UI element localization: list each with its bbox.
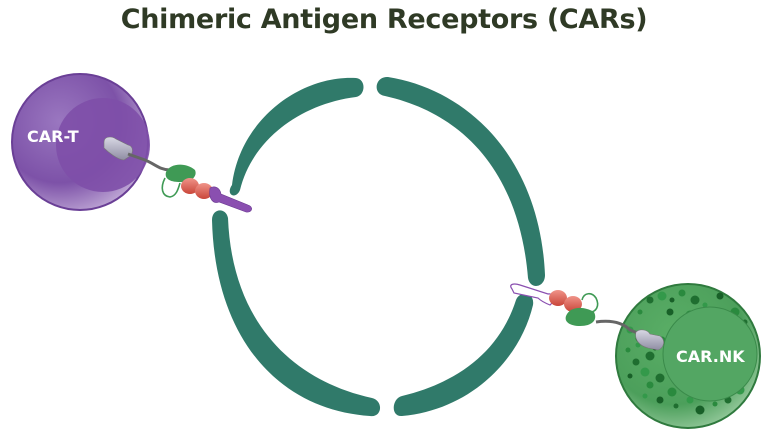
granule [645,351,655,361]
car-t-nucleus [56,98,150,192]
granule [686,396,694,404]
car-nk-label: CAR.NK [676,347,745,366]
granule [632,358,640,366]
granule [712,401,718,407]
granule [646,296,654,304]
granule [695,405,705,415]
signaling-domain [635,329,664,351]
hinge-loop [161,177,181,198]
transmembrane-linker [127,152,171,172]
car-t-cell[interactable]: CAR-T [11,73,150,211]
diagram-title: Chimeric Antigen Receptors (CARs) [120,4,648,35]
car-nk-receptor [510,283,664,351]
granule [702,302,708,308]
granule [678,289,686,297]
granule [646,381,654,389]
granule [625,347,631,353]
ring-segment-top-left [229,77,364,196]
hinge-loop [581,292,599,313]
scfv-domain-1 [549,290,567,306]
scfv-domain-1 [181,178,199,194]
car-nk-cell[interactable]: CAR.NK [615,283,761,429]
car-t-receptor [103,136,252,213]
car-nk-nucleus [662,306,758,402]
granule [666,308,674,316]
costim-domain [565,307,596,326]
granule [673,403,679,409]
granule [716,292,724,300]
target-cell-ring [212,76,545,417]
granule [669,297,675,303]
ring-segment-bottom-right [393,293,534,417]
antigen [209,186,252,213]
ring-segment-top-right [376,76,545,286]
transmembrane-linker [595,319,641,336]
granule [640,367,650,377]
granule [655,373,665,383]
costim-domain [165,164,196,183]
scfv-domain-2 [564,296,582,312]
granule [627,373,633,379]
ring-segment-bottom-left [212,210,381,417]
signaling-domain [103,136,133,161]
granule [656,396,664,404]
granule [667,387,677,397]
granule [657,291,667,301]
granule [637,309,643,315]
scfv-domain-2 [195,183,213,199]
car-t-label: CAR-T [27,127,79,146]
granule [690,295,700,305]
granule [642,393,648,399]
